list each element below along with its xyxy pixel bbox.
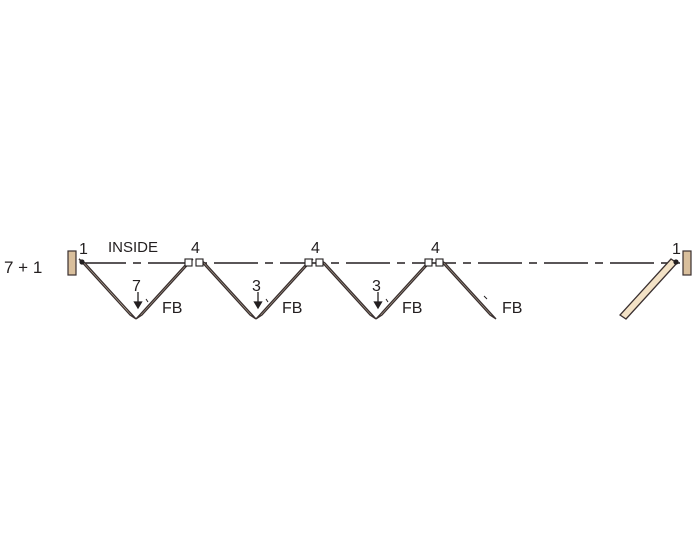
hinge (315, 258, 324, 267)
hinge (424, 258, 433, 267)
fb-label: FB (162, 300, 182, 317)
tick (145, 298, 149, 303)
arrow-head (253, 301, 263, 310)
fb-label: FB (402, 300, 422, 317)
fb-label: FB (502, 300, 522, 317)
top-number: 4 (431, 240, 440, 257)
hinge (304, 258, 313, 267)
hinge (435, 258, 444, 267)
arrow-head (133, 301, 143, 310)
bottom-number: 3 (252, 278, 261, 295)
panel-1 (78, 258, 137, 320)
hinge (195, 258, 204, 267)
top-number: 4 (311, 240, 320, 257)
panel-7 (438, 258, 497, 320)
inside-label: INSIDE (108, 239, 158, 256)
left-pivot (79, 259, 85, 265)
panel-3 (198, 258, 257, 320)
fb-ticks (145, 295, 488, 303)
end-number-left: 1 (79, 241, 88, 258)
top-number: 4 (191, 240, 200, 257)
tick (385, 298, 389, 303)
panel-8 (619, 258, 678, 320)
panel-5 (318, 258, 377, 320)
right-pivot (673, 259, 679, 265)
tick (265, 298, 269, 303)
tick (483, 295, 488, 300)
end-number-right: 1 (672, 241, 681, 258)
arrow-head (373, 301, 383, 310)
top-hinges (184, 258, 444, 267)
bottom-number: 7 (132, 278, 141, 295)
fb-label: FB (282, 300, 302, 317)
config-label: 7 + 1 (4, 258, 42, 277)
hinge (184, 258, 193, 267)
bottom-arrows (133, 292, 383, 310)
left-jamb (67, 250, 77, 276)
bottom-number: 3 (372, 278, 381, 295)
right-jamb (682, 250, 692, 276)
